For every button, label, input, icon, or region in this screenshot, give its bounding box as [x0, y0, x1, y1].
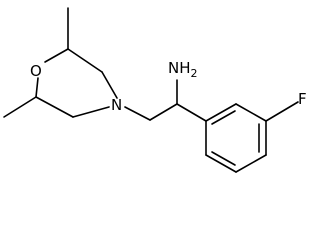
bond-ch2-ch — [149, 103, 178, 121]
bond-ar-4 — [235, 154, 267, 173]
amine-subscript: 2 — [191, 67, 198, 80]
bond-ch-aryl — [176, 103, 207, 122]
fluorophenyl-ring — [205, 103, 267, 173]
bond-ring-right-upper — [101, 71, 118, 99]
amine-main-text: NH — [168, 59, 191, 77]
bond-aryl-f — [265, 101, 299, 122]
atom-label-amine: NH2 — [168, 59, 198, 80]
bond-ar-1 — [205, 103, 237, 122]
morpholine-ring — [35, 48, 118, 118]
atom-label-fluorine: F — [298, 90, 307, 108]
bond-ar-5 — [205, 154, 237, 173]
atom-label-nitrogen: N — [111, 96, 122, 114]
bond-ring-n-lower — [72, 106, 110, 118]
bond-ring-o-to-top — [44, 48, 69, 63]
bond-ring-lower-carbon — [35, 96, 74, 118]
bond-ar-double-3 — [211, 151, 236, 166]
bond-ar-double-1 — [211, 110, 236, 125]
chemical-structure-diagram: O N NH2 F — [3, 7, 307, 173]
bond-ring-top-methyl-carbon — [67, 48, 103, 73]
bond-n-ch2 — [124, 106, 151, 121]
bond-ring-lower-to-o — [35, 77, 39, 98]
bond-lower-methyl — [3, 96, 37, 118]
bond-ar-2 — [235, 103, 267, 122]
atom-label-oxygen: O — [30, 62, 42, 80]
